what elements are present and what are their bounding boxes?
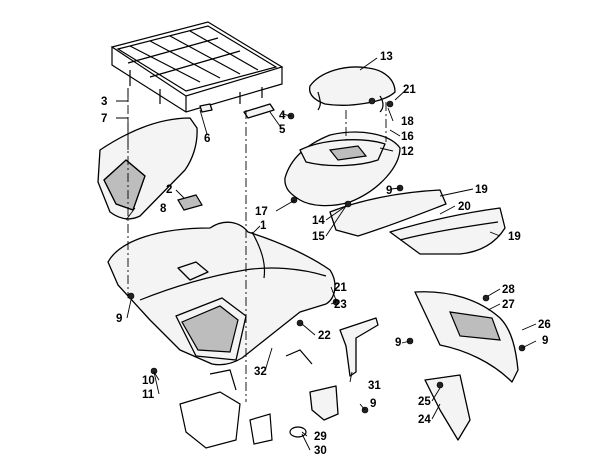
callout-30: 30 <box>314 445 327 457</box>
rack-bracket <box>199 103 275 119</box>
bracket <box>339 317 379 377</box>
main-body <box>107 221 336 366</box>
callout-9-a: 9 <box>116 313 122 325</box>
callout-2: 2 <box>166 184 172 196</box>
callout-11: 11 <box>142 389 155 401</box>
mud-flap <box>289 385 339 438</box>
callout-22: 22 <box>318 330 331 342</box>
leader-lines <box>116 57 537 451</box>
callout-24: 24 <box>418 414 431 426</box>
callout-21-a: 21 <box>403 84 416 96</box>
callout-4: 4 <box>279 110 286 122</box>
callout-31: 31 <box>368 380 381 392</box>
callout-7: 7 <box>101 113 107 125</box>
callout-14: 14 <box>312 215 325 227</box>
decal-pad <box>177 194 203 211</box>
callout-25: 25 <box>418 396 431 408</box>
callout-15: 15 <box>312 231 325 243</box>
callout-6: 6 <box>204 133 210 145</box>
callout-29: 29 <box>314 431 327 443</box>
callout-17: 17 <box>255 206 268 218</box>
callout-9-e: 9 <box>370 398 376 410</box>
callout-19-b: 19 <box>508 231 521 243</box>
storage-lid <box>308 66 396 113</box>
callout-13: 13 <box>380 51 393 63</box>
callout-23: 23 <box>334 299 347 311</box>
front-fender <box>414 291 519 441</box>
frame-sketch <box>179 349 313 449</box>
callout-9-d: 9 <box>542 335 548 347</box>
callout-19-a: 19 <box>475 184 488 196</box>
callout-1: 1 <box>260 220 267 232</box>
callout-26: 26 <box>538 319 551 331</box>
callout-28: 28 <box>502 284 515 296</box>
callout-12: 12 <box>401 146 414 158</box>
rear-rack <box>110 21 284 113</box>
callout-32: 32 <box>254 366 267 378</box>
callout-9-b: 9 <box>386 185 392 197</box>
callout-18: 18 <box>401 116 414 128</box>
callout-21-b: 21 <box>334 282 347 294</box>
callout-16: 16 <box>401 131 414 143</box>
side-panel-right <box>389 207 506 255</box>
fasteners <box>127 97 526 414</box>
rear-fender-shield <box>97 117 198 220</box>
callouts: 1 2 3 4 5 6 7 8 9 9 9 9 9 10 11 12 13 14… <box>101 51 551 457</box>
callout-27: 27 <box>502 299 515 311</box>
callout-8: 8 <box>160 203 167 215</box>
callout-10: 10 <box>142 375 155 387</box>
side-panel-left <box>329 189 447 237</box>
storage-box <box>284 131 401 207</box>
callout-20: 20 <box>458 201 471 213</box>
callout-9-c: 9 <box>395 337 401 349</box>
callout-5: 5 <box>279 124 286 136</box>
callout-3: 3 <box>101 96 107 108</box>
